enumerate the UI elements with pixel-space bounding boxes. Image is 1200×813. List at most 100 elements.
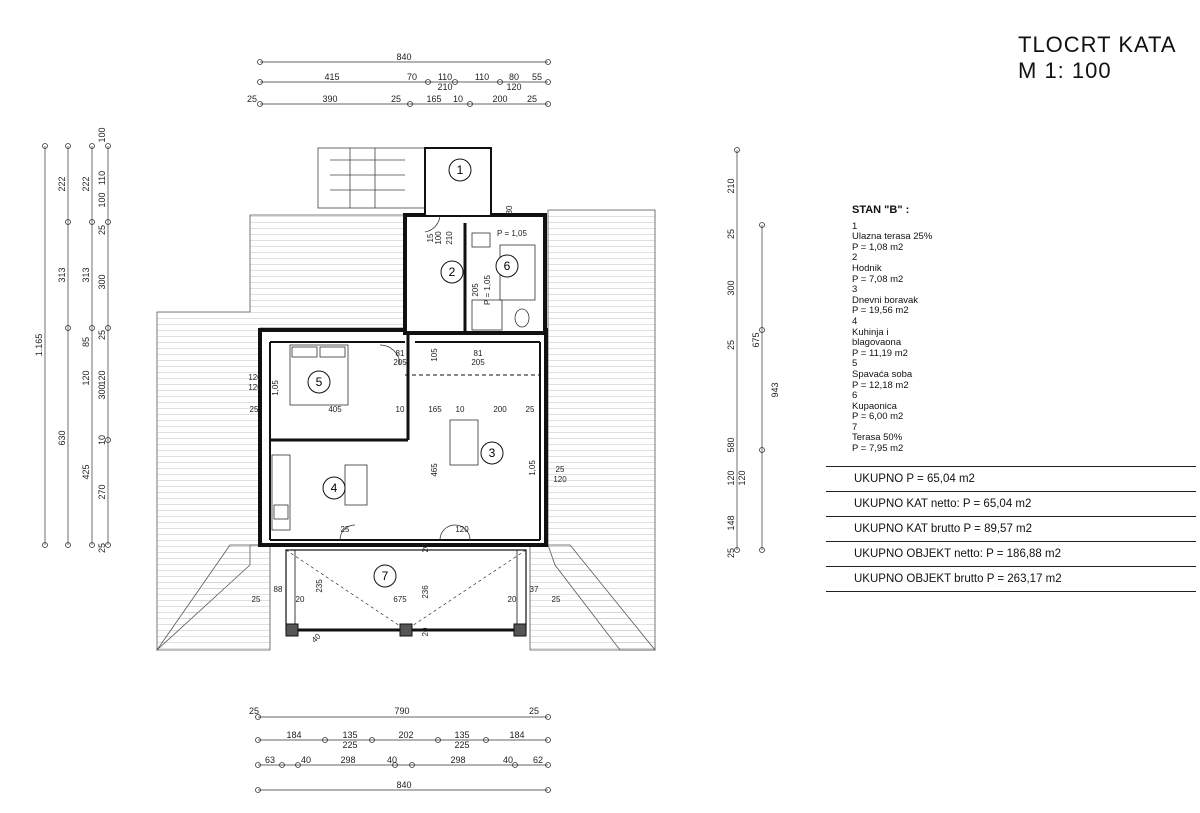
- svg-text:81: 81: [474, 349, 483, 358]
- legend-item-number: 5: [852, 358, 858, 370]
- legend-item-name: Kuhinja i blagovaona: [852, 326, 902, 349]
- svg-text:25: 25: [252, 595, 261, 604]
- svg-text:210: 210: [726, 178, 736, 193]
- room-labels: 1 2 3 4 5 6 7: [316, 163, 511, 583]
- svg-text:300: 300: [97, 274, 107, 289]
- svg-text:10: 10: [453, 94, 463, 104]
- dimension-ticks: [42, 59, 765, 793]
- svg-text:1.165: 1.165: [34, 334, 44, 357]
- svg-text:236: 236: [421, 585, 430, 599]
- legend-item-area: P = 1,08 m2: [852, 241, 904, 253]
- dim-bottom-total: 840: [396, 780, 411, 790]
- svg-text:184: 184: [509, 730, 524, 740]
- room-marker-3: [480, 441, 504, 465]
- svg-text:15: 15: [426, 233, 435, 242]
- svg-text:225: 225: [342, 740, 357, 750]
- svg-text:100: 100: [434, 231, 443, 245]
- svg-text:120: 120: [248, 383, 262, 392]
- room-markers: [307, 158, 519, 588]
- area-totals-table: UKUPNO P = 65,04 m2 UKUPNO KAT netto: P …: [826, 466, 1196, 592]
- svg-text:81: 81: [396, 349, 405, 358]
- svg-text:270: 270: [97, 484, 107, 499]
- svg-text:135: 135: [454, 730, 469, 740]
- svg-text:225: 225: [454, 740, 469, 750]
- legend-item-name: Hodnik: [852, 262, 882, 274]
- legend-item-number: 6: [852, 390, 858, 402]
- svg-text:300: 300: [97, 384, 107, 399]
- svg-text:465: 465: [430, 463, 439, 477]
- total-row: UKUPNO OBJEKT brutto P = 263,17 m2: [826, 567, 1196, 592]
- svg-text:165: 165: [426, 94, 441, 104]
- floor-plan-drawing: 1 2 3 4 5 6 7 840: [34, 52, 780, 793]
- svg-text:20: 20: [508, 595, 517, 604]
- legend-item: 7 Terasa 50% P = 7,95 m2: [852, 421, 1032, 455]
- left-dimensions: 1.165 222 313 630 222 313 85 120 425 100…: [34, 127, 107, 553]
- svg-text:20: 20: [296, 595, 305, 604]
- svg-text:298: 298: [450, 755, 465, 765]
- room-marker-2: [440, 260, 464, 284]
- legend-item-number: 3: [852, 284, 858, 296]
- coffee-table: [449, 419, 479, 466]
- svg-text:110: 110: [475, 72, 489, 82]
- svg-text:80: 80: [505, 205, 514, 214]
- svg-text:120: 120: [455, 525, 469, 534]
- svg-text:25: 25: [97, 225, 107, 235]
- svg-text:405: 405: [328, 405, 342, 414]
- legend-item-name: Ulazna terasa 25%: [852, 231, 933, 243]
- svg-text:120: 120: [97, 370, 107, 385]
- svg-text:298: 298: [340, 755, 355, 765]
- legend-item-area: P = 7,95 m2: [852, 443, 904, 455]
- toilet: [514, 308, 530, 328]
- door-swing: [379, 344, 401, 366]
- right-dimensions: 210 25 300 25 580 120 120 148 25 675 943: [726, 178, 780, 558]
- svg-text:235: 235: [315, 579, 324, 593]
- room-marker-1: [448, 158, 472, 182]
- svg-text:210: 210: [437, 82, 452, 92]
- svg-text:25: 25: [556, 465, 565, 474]
- room-marker-4: [322, 476, 346, 500]
- svg-text:415: 415: [324, 72, 339, 82]
- svg-text:120: 120: [737, 470, 747, 485]
- svg-text:25: 25: [726, 548, 736, 558]
- svg-text:25: 25: [341, 525, 350, 534]
- legend-item: 1 Ulazna terasa 25% P = 1,08 m2: [852, 221, 1032, 254]
- svg-text:25: 25: [526, 405, 535, 414]
- legend-item-area: P = 11,19 m2: [852, 347, 908, 359]
- legend-item-number: 2: [852, 252, 858, 264]
- svg-text:10: 10: [396, 405, 405, 414]
- svg-text:25: 25: [97, 543, 107, 553]
- legend-item-number: 7: [852, 421, 858, 433]
- svg-text:165: 165: [428, 405, 442, 414]
- svg-text:25: 25: [726, 229, 736, 239]
- svg-text:20: 20: [421, 543, 430, 552]
- room-label-6: 6: [504, 259, 511, 273]
- drawing-title: TLOCRT KATA M 1: 100: [1018, 32, 1177, 84]
- svg-text:120: 120: [506, 82, 521, 92]
- room-label-4: 4: [331, 481, 338, 495]
- svg-text:40: 40: [387, 755, 397, 765]
- svg-text:1,05: 1,05: [528, 460, 537, 476]
- svg-text:120: 120: [553, 475, 567, 484]
- svg-text:25: 25: [247, 94, 257, 104]
- svg-text:10: 10: [97, 435, 107, 445]
- total-row: UKUPNO OBJEKT netto: P = 186,88 m2: [826, 542, 1196, 567]
- legend-item: 3 Dnevni boravak P = 19,56 m2: [852, 285, 1032, 317]
- svg-text:25: 25: [726, 340, 736, 350]
- svg-text:P = 1,05: P = 1,05: [497, 229, 527, 238]
- svg-text:425: 425: [81, 464, 91, 479]
- svg-text:120: 120: [726, 470, 736, 485]
- legend-heading: STAN "B" :: [852, 204, 910, 216]
- legend-item-area: P = 19,56 m2: [852, 305, 909, 317]
- total-row: UKUPNO P = 65,04 m2: [826, 466, 1196, 492]
- total-row: UKUPNO KAT brutto P = 89,57 m2: [826, 517, 1196, 542]
- svg-text:300: 300: [726, 280, 736, 295]
- svg-text:210: 210: [445, 231, 454, 245]
- terrace: [285, 549, 527, 637]
- svg-text:25: 25: [249, 706, 259, 716]
- svg-text:110: 110: [438, 72, 452, 82]
- staircase: [317, 147, 427, 209]
- legend-item-number: 4: [852, 315, 858, 327]
- svg-text:313: 313: [81, 267, 91, 282]
- legend-item: 5 Spavaća soba P = 12,18 m2: [852, 359, 1032, 391]
- svg-text:390: 390: [322, 94, 337, 104]
